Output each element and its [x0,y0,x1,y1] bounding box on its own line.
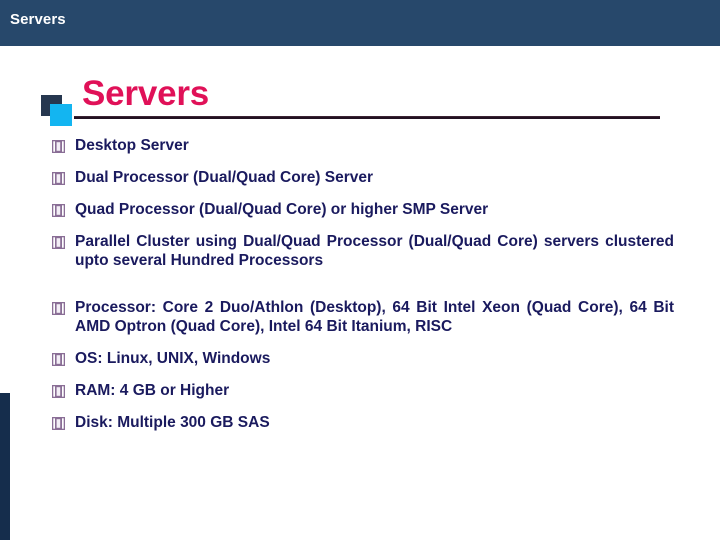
bullet-text: Parallel Cluster using Dual/Quad Process… [75,233,674,269]
bullet-text: Dual Processor (Dual/Quad Core) Server [75,169,374,186]
square-box-bullet-icon [51,235,66,250]
bullet-item: RAM: 4 GB or Higher [0,381,720,400]
bullet-item: OS: Linux, UNIX, Windows [0,349,720,368]
bullet-item: Parallel Cluster using Dual/Quad Process… [0,232,720,270]
bullet-text: RAM: 4 GB or Higher [75,382,230,399]
header-title: Servers [10,11,66,28]
square-box-bullet-icon [51,203,66,218]
square-box-bullet-icon [51,301,66,316]
left-accent-bar [0,393,10,540]
square-box-bullet-icon [51,384,66,399]
decor-square-cyan-icon [50,104,72,126]
top-header-bar: Servers [0,0,720,46]
square-box-bullet-icon [51,352,66,367]
bullet-text: Quad Processor (Dual/Quad Core) or highe… [75,201,489,218]
square-box-bullet-icon [51,171,66,186]
title-divider [74,116,660,119]
slide-title-block: Servers [0,62,720,132]
bullet-text: Processor: Core 2 Duo/Athlon (Desktop), … [75,299,674,335]
bullet-item: Quad Processor (Dual/Quad Core) or highe… [0,200,720,219]
bullet-item: Processor: Core 2 Duo/Athlon (Desktop), … [0,298,720,336]
bullet-text: Disk: Multiple 300 GB SAS [75,414,270,431]
page-title: Servers [82,74,210,113]
bullet-text: Desktop Server [75,137,189,154]
bullet-item: Dual Processor (Dual/Quad Core) Server [0,168,720,187]
bullet-item: Desktop Server [0,136,720,155]
square-box-bullet-icon [51,416,66,431]
bullet-item: Disk: Multiple 300 GB SAS [0,413,720,432]
square-box-bullet-icon [51,139,66,154]
bullet-text: OS: Linux, UNIX, Windows [75,350,271,367]
